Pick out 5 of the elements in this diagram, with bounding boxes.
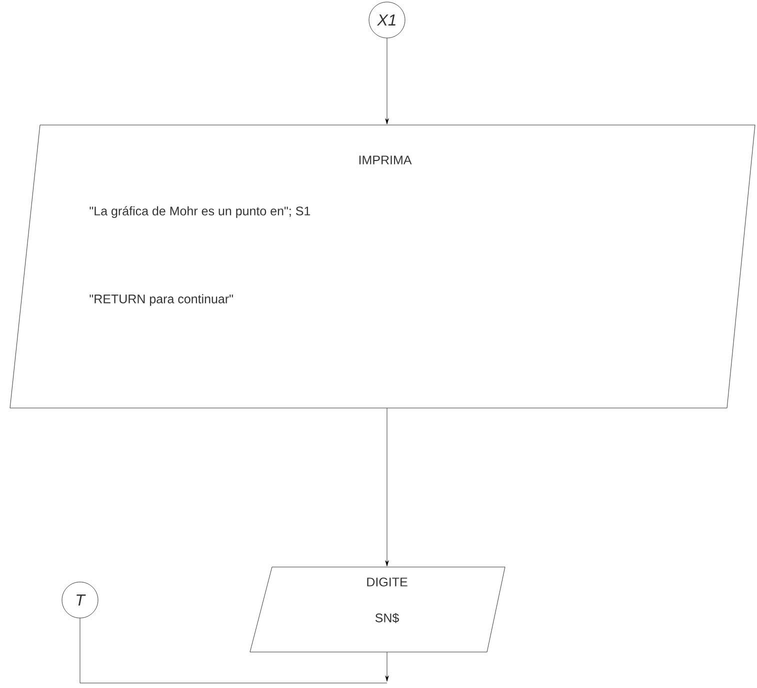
io-parallelogram: IMPRIMA "La gráfica de Mohr es un punto en"; S1 "RETURN para continuar" xyxy=(10,124,756,408)
arrow xyxy=(385,652,389,682)
arrow xyxy=(385,408,389,566)
io-parallelogram: DIGITE SN$ xyxy=(250,566,506,652)
arrow xyxy=(385,38,389,124)
